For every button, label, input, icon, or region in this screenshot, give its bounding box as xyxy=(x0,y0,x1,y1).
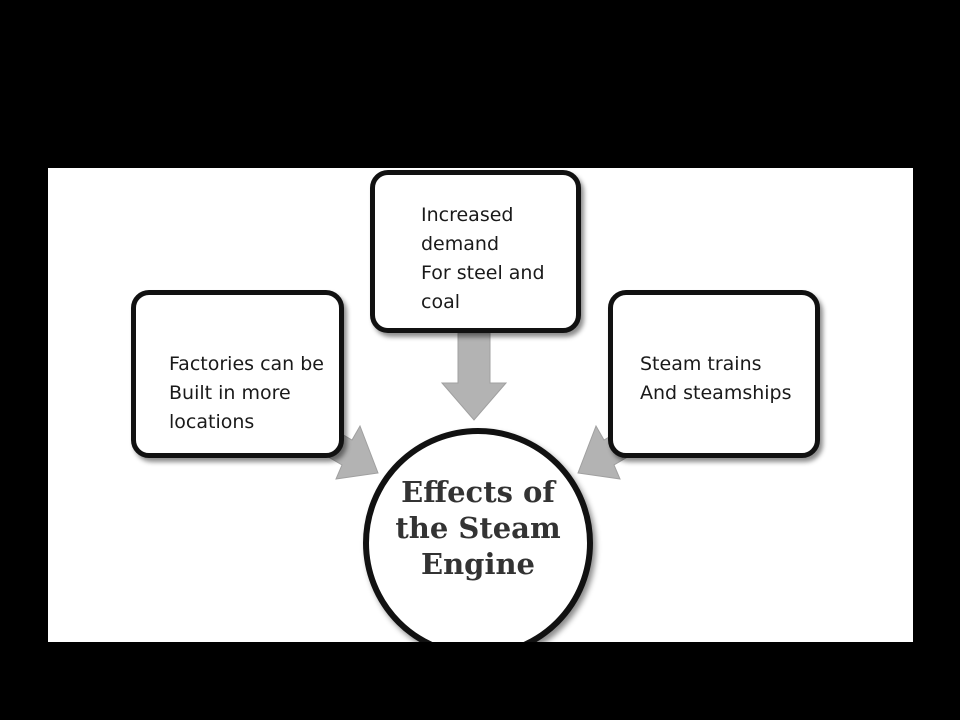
node-top-line-1: Increased xyxy=(421,204,514,226)
center-title-line-3: Engine xyxy=(420,547,536,581)
center-hub-title: Effects of the Steam Engine xyxy=(369,474,587,582)
arrow-top-to-center xyxy=(440,332,508,421)
node-left-line-1: Factories can be xyxy=(169,353,324,375)
node-text-left: Factories can be Built in more locations xyxy=(169,350,324,437)
diagram-panel: Increased demand For steel and coal Fact… xyxy=(48,168,913,642)
node-box-left: Factories can be Built in more locations xyxy=(131,290,344,458)
node-right-line-2: And steamships xyxy=(640,382,792,404)
node-right-line-1: Steam trains xyxy=(640,353,762,375)
node-box-right: Steam trains And steamships xyxy=(608,290,820,458)
node-text-top: Increased demand For steel and coal xyxy=(421,201,545,317)
node-text-right: Steam trains And steamships xyxy=(640,350,792,408)
node-top-line-2: demand xyxy=(421,233,500,255)
node-top-line-3: For steel and xyxy=(421,262,545,284)
node-left-line-3: locations xyxy=(169,411,255,433)
center-hub-circle: Effects of the Steam Engine xyxy=(363,428,593,642)
node-top-line-4: coal xyxy=(421,291,460,313)
center-title-line-1: Effects of xyxy=(401,475,555,509)
center-title-line-2: the Steam xyxy=(395,511,561,545)
node-box-top: Increased demand For steel and coal xyxy=(370,170,581,333)
node-left-line-2: Built in more xyxy=(169,382,291,404)
